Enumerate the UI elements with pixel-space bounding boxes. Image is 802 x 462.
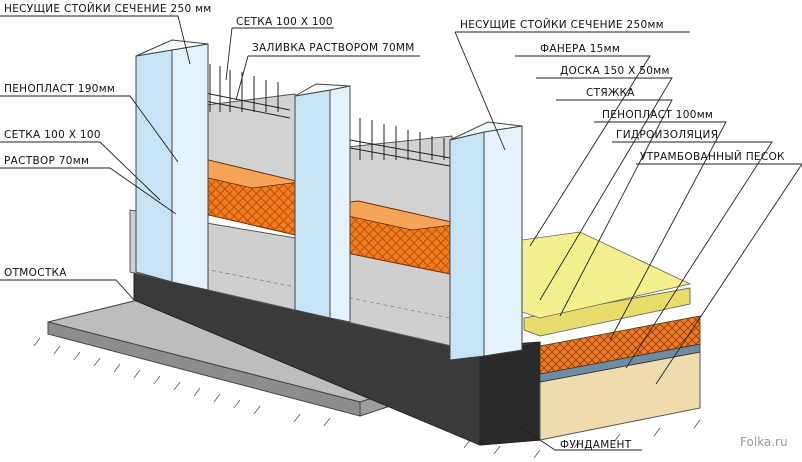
floor-foam-layer <box>539 315 701 375</box>
label-compacted-sand: УТРАМБОВАННЫЙ ПЕСОК <box>640 150 785 163</box>
label-left-post-section: НЕСУЩИЕ СТОЙКИ СЕЧЕНИЕ 250 мм <box>4 2 212 15</box>
label-mesh-top: СЕТКА 100 Х 100 <box>236 16 333 28</box>
label-screed: СТЯЖКА <box>586 87 635 99</box>
post-right <box>449 121 523 361</box>
label-plywood: ФАНЕРА 15мм <box>540 43 620 55</box>
label-foam-100: ПЕНОПЛАСТ 100мм <box>602 109 713 121</box>
ground-hatching <box>33 337 701 459</box>
label-foam-190: ПЕНОПЛАСТ 190мм <box>4 83 115 95</box>
post-left <box>135 39 209 291</box>
label-blind-area: ОТМОСТКА <box>4 267 67 279</box>
label-right-post-section: НЕСУЩИЕ СТОЙКИ СЕЧЕНИЕ 250мм <box>460 18 664 31</box>
post-middle <box>294 83 351 323</box>
label-mortar-fill: ЗАЛИВКА РАСТВОРОМ 70ММ <box>252 42 415 54</box>
label-waterproofing: ГИДРОИЗОЛЯЦИЯ <box>616 129 718 141</box>
rebar-mesh <box>199 64 451 167</box>
watermark-text: Folka.ru <box>740 435 788 449</box>
leader-lines <box>0 15 802 451</box>
label-mortar-70: РАСТВОР 70мм <box>4 155 89 167</box>
label-mesh-side: СЕТКА 100 Х 100 <box>4 129 101 141</box>
label-foundation: ФУНДАМЕНТ <box>560 439 632 451</box>
floor-boards-layer <box>523 287 691 337</box>
label-board: ДОСКА 150 Х 50мм <box>560 65 670 77</box>
